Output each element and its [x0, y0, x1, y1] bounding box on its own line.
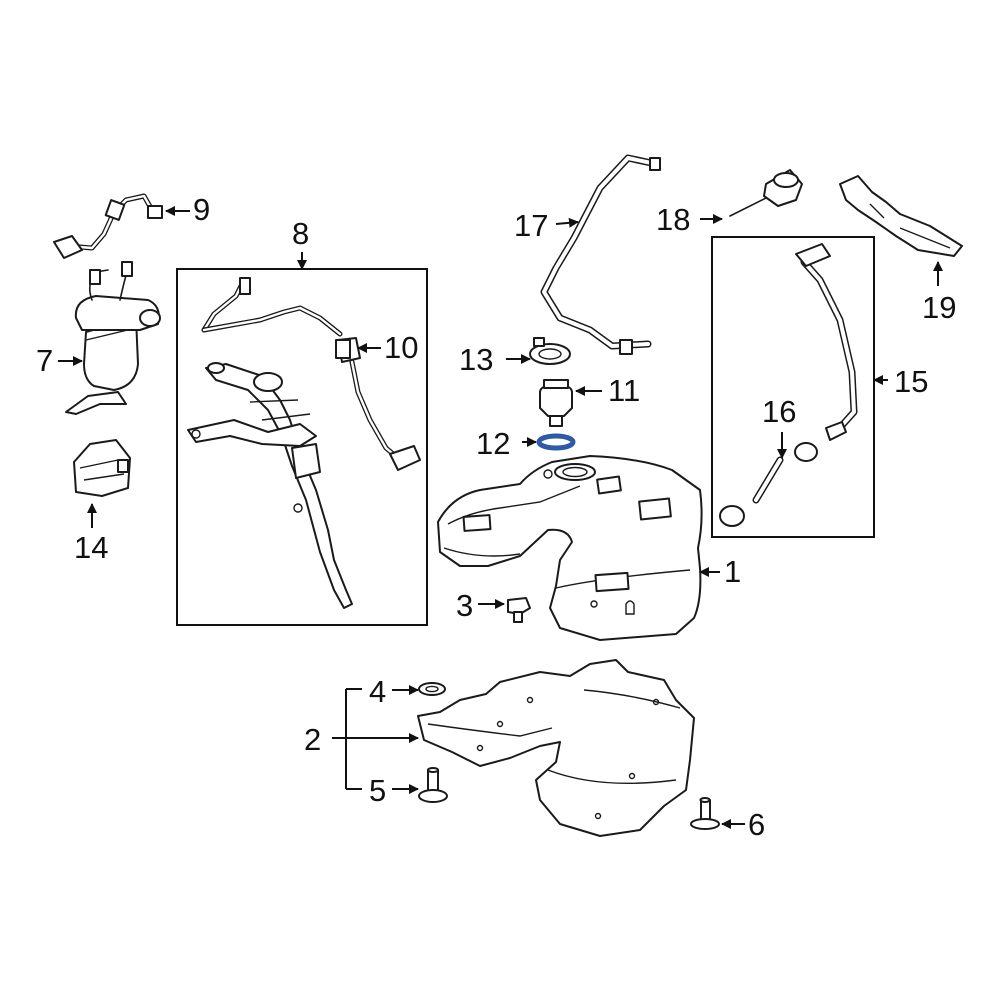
callout-5[interactable]: 5 [369, 773, 386, 808]
part-tank-shield[interactable] [417, 659, 695, 837]
callout-11[interactable]: 11 [608, 373, 640, 408]
callout-15[interactable]: 15 [894, 364, 928, 399]
part-15-box [711, 236, 875, 538]
part-vent-hose[interactable] [540, 154, 661, 355]
part-lock-ring[interactable] [529, 337, 571, 365]
callout-10[interactable]: 10 [384, 330, 418, 365]
callout-1[interactable]: 1 [724, 554, 741, 589]
part-valve[interactable] [539, 379, 573, 427]
callout-19[interactable]: 19 [922, 290, 956, 325]
part-seal-ring[interactable] [536, 433, 576, 451]
part-fuel-tank[interactable] [437, 455, 703, 641]
leader-17 [555, 217, 579, 228]
callout-16[interactable]: 16 [762, 394, 796, 429]
callout-18[interactable]: 18 [656, 202, 690, 237]
callout-3[interactable]: 3 [456, 588, 473, 623]
callout-9[interactable]: 9 [193, 192, 210, 227]
callout-13[interactable]: 13 [459, 342, 493, 377]
part-washer[interactable] [418, 682, 446, 696]
part-filler-pipe[interactable] [795, 243, 858, 441]
part-fuel-cap[interactable] [729, 169, 803, 217]
part-stud-bolt[interactable] [418, 767, 448, 803]
callout-17[interactable]: 17 [514, 208, 548, 243]
callout-8[interactable]: 8 [292, 216, 309, 251]
part-bolt[interactable] [690, 797, 720, 830]
part-fuel-sender-assembly[interactable] [187, 277, 421, 609]
callout-6[interactable]: 6 [748, 807, 765, 842]
part-heat-shield[interactable] [839, 175, 963, 257]
part-harness-connector[interactable] [335, 339, 351, 359]
part-filler-hose[interactable] [719, 442, 818, 527]
callout-12[interactable]: 12 [476, 426, 510, 461]
callout-7[interactable]: 7 [36, 343, 53, 378]
callout-2[interactable]: 2 [304, 722, 321, 757]
callout-4[interactable]: 4 [369, 674, 386, 709]
part-fuel-pump-module[interactable] [65, 261, 161, 415]
callout-14[interactable]: 14 [74, 530, 108, 565]
part-bracket[interactable] [73, 439, 131, 497]
part-fuel-level-sensor[interactable] [53, 193, 163, 259]
part-nut[interactable] [507, 597, 531, 623]
